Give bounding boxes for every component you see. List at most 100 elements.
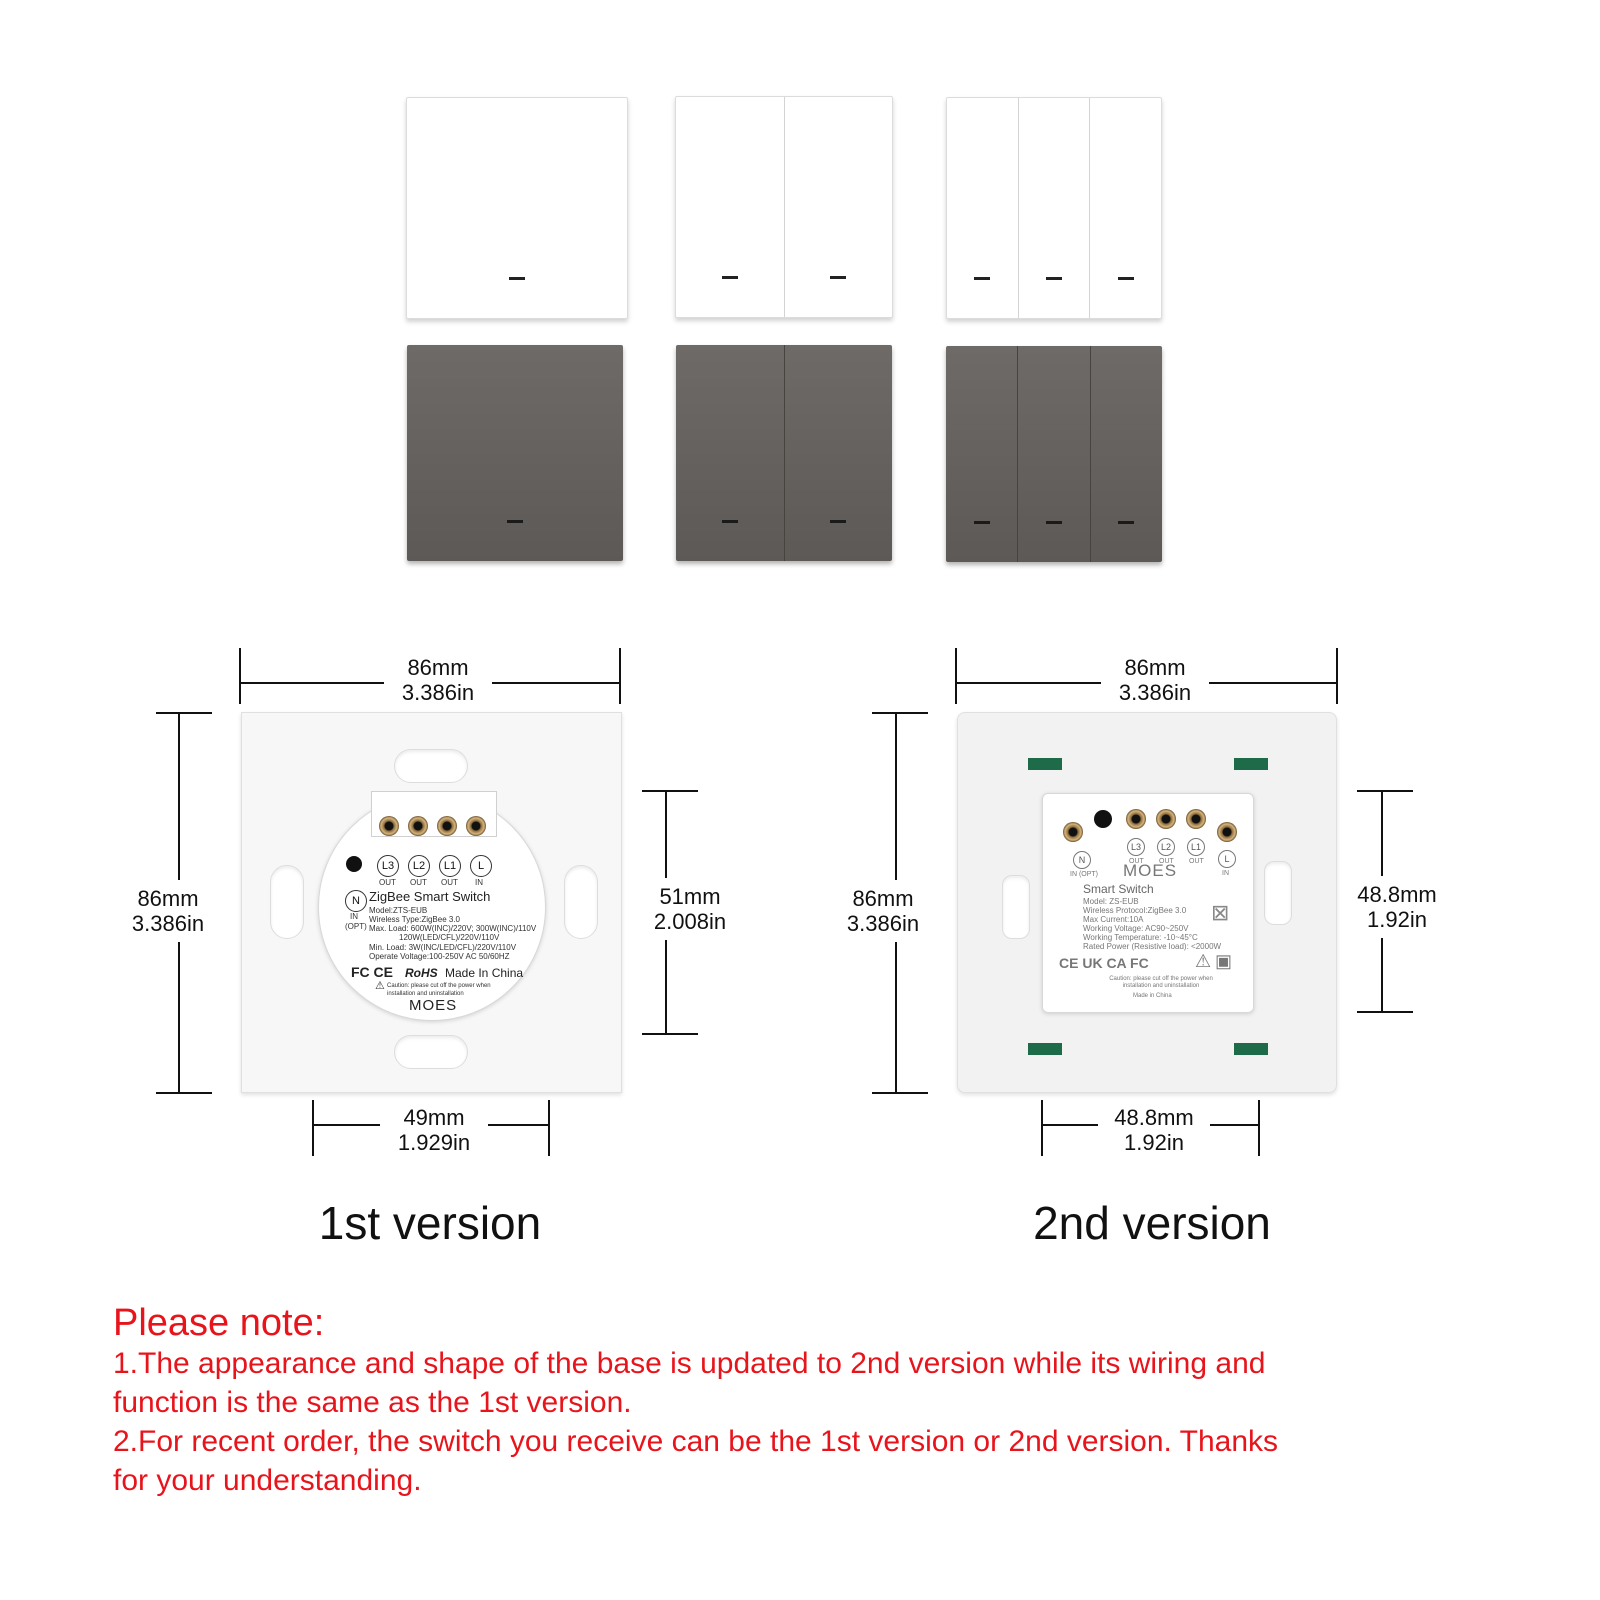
mount-clip bbox=[1234, 758, 1268, 770]
spec-line: 120W(LED/CFL)/220V/110V bbox=[399, 933, 500, 942]
switch-gang bbox=[783, 345, 893, 561]
button-hole bbox=[346, 856, 362, 872]
v2-width-mm: 86mm bbox=[1124, 655, 1186, 680]
dim-tick bbox=[642, 790, 698, 792]
mount-slot bbox=[1264, 861, 1292, 925]
v1-back-plate: L3 L2 L1 L OUT OUT OUT IN N IN (OPT) Zig… bbox=[241, 712, 622, 1093]
module-title: ZigBee Smart Switch bbox=[369, 889, 491, 904]
dim-tick bbox=[872, 712, 928, 714]
terminal-sub: IN bbox=[1222, 870, 1229, 877]
v1-inner-w-mm: 49mm bbox=[403, 1105, 465, 1130]
module-title: Smart Switch bbox=[1083, 882, 1154, 896]
switch-gang bbox=[676, 345, 784, 561]
switch-gang bbox=[407, 345, 623, 561]
terminal-screw bbox=[1186, 809, 1206, 829]
mount-slot bbox=[394, 749, 468, 783]
cert-marks: FC CE bbox=[351, 964, 393, 980]
terminal-l2: L2 bbox=[408, 855, 430, 877]
dim-tick bbox=[1336, 648, 1338, 704]
indicator-led bbox=[974, 277, 991, 280]
dim-tick bbox=[156, 1092, 212, 1094]
v1-height-label: 86mm 3.386in bbox=[118, 880, 218, 942]
spec-line: Model:ZTS-EUB bbox=[369, 906, 428, 915]
terminal-sub: OUT bbox=[410, 878, 427, 887]
warning-icon: ⚠ bbox=[375, 980, 385, 992]
mount-clip bbox=[1028, 1043, 1062, 1055]
indicator-led bbox=[1117, 277, 1134, 280]
spec-line: Rated Power (Resistive load): <2000W bbox=[1083, 942, 1222, 951]
indicator-led bbox=[721, 276, 738, 279]
dim-tick bbox=[619, 648, 621, 704]
terminal-screw bbox=[1156, 809, 1176, 829]
note-heading: Please note: bbox=[113, 1302, 325, 1344]
mount-slot bbox=[394, 1035, 468, 1069]
terminal-l: L bbox=[470, 855, 492, 877]
made-in: Made in China bbox=[1133, 993, 1172, 999]
terminal-l3: L3 bbox=[377, 855, 399, 877]
dim-tick bbox=[548, 1100, 550, 1156]
v2-width-in: 3.386in bbox=[1118, 680, 1192, 705]
dim-tick bbox=[872, 1092, 928, 1094]
cert-marks: CE UK CA FC bbox=[1059, 955, 1149, 971]
terminal-l2: L2 bbox=[1157, 838, 1175, 856]
terminal-sub: OUT bbox=[1189, 858, 1204, 865]
note-line: for your understanding. bbox=[113, 1464, 422, 1497]
indicator-led bbox=[509, 277, 525, 280]
dim-tick bbox=[1357, 790, 1413, 792]
dim-tick bbox=[1357, 1011, 1413, 1013]
white-switch-2-gang bbox=[675, 96, 893, 318]
spec-line: Max. Load: 600W(INC)/220V; 300W(INC)/110… bbox=[369, 924, 537, 933]
spec-line: Operate Voltage:100-250V AC 50/60HZ bbox=[369, 952, 510, 961]
terminal-sub: OUT bbox=[1129, 858, 1144, 865]
caution-text: Caution: please cut off the power when i… bbox=[1109, 976, 1213, 989]
terminal-screw bbox=[379, 816, 399, 836]
v1-inner-h-in: 2.008in bbox=[653, 909, 727, 934]
terminal-screw bbox=[1126, 809, 1146, 829]
v2-inner-w-in: 1.92in bbox=[1124, 1130, 1184, 1155]
brand-logo: MOES bbox=[409, 997, 458, 1014]
terminal-sub: IN bbox=[475, 878, 483, 887]
spec-line: Min. Load: 3W(INC/LED/CFL)/220V/110V bbox=[369, 943, 517, 952]
spec-line: Max Current:10A bbox=[1083, 915, 1144, 924]
v2-inner-w-mm: 48.8mm bbox=[1114, 1105, 1194, 1130]
v2-width-label: 86mm 3.386in bbox=[1101, 655, 1209, 705]
recycle-bin-icon: ⊠ bbox=[1211, 900, 1230, 925]
mount-clip bbox=[1234, 1043, 1268, 1055]
indicator-led bbox=[973, 521, 990, 524]
spec-line: Working Voltage: AC90~250V bbox=[1083, 924, 1189, 933]
v2-inner-width-label: 48.8mm 1.92in bbox=[1098, 1105, 1210, 1155]
spec-line: Working Temperature: -10~45°C bbox=[1083, 933, 1198, 942]
v1-inner-height-label: 51mm 2.008in bbox=[640, 878, 740, 940]
indicator-led bbox=[1046, 277, 1062, 280]
dim-tick bbox=[1041, 1100, 1043, 1156]
mount-clip bbox=[1028, 758, 1062, 770]
terminal-screw bbox=[466, 816, 486, 836]
switch-gang bbox=[676, 97, 784, 317]
spec-line: Wireless Protocol:ZigBee 3.0 bbox=[1083, 906, 1187, 915]
brand-logo: MOES bbox=[1123, 861, 1178, 880]
note-line: function is the same as the 1st version. bbox=[113, 1386, 632, 1419]
terminal-screw bbox=[437, 816, 457, 836]
terminal-screw bbox=[1063, 822, 1083, 842]
terminal-n: N bbox=[345, 890, 367, 912]
v1-height-mm: 86mm bbox=[137, 886, 199, 911]
v2-height-label: 86mm 3.386in bbox=[833, 880, 933, 942]
switch-gang bbox=[783, 97, 893, 317]
v1-height-in: 3.386in bbox=[131, 911, 205, 936]
v2-inner-height-label: 48.8mm 1.92in bbox=[1347, 876, 1447, 938]
v1-inner-width-label: 49mm 1.929in bbox=[380, 1105, 488, 1155]
note-line: 1.The appearance and shape of the base i… bbox=[113, 1347, 1266, 1380]
v1-inner-h-mm: 51mm bbox=[659, 884, 721, 909]
v2-inner-h-mm: 48.8mm bbox=[1357, 882, 1437, 907]
rohs-mark: RoHS bbox=[405, 966, 438, 980]
terminal-sub: OUT bbox=[441, 878, 458, 887]
spec-line: Model: ZS-EUB bbox=[1083, 897, 1139, 906]
made-in: Made In China bbox=[445, 966, 524, 980]
dim-tick bbox=[239, 648, 241, 704]
terminal-n-sub: IN bbox=[350, 912, 358, 921]
switch-gang bbox=[407, 98, 627, 318]
indicator-led bbox=[1045, 521, 1062, 524]
terminal-n-opt: (OPT) bbox=[345, 922, 367, 931]
white-switch-3-gang bbox=[946, 97, 1162, 319]
v2-back-plate: L3 L2 L1 L OUT OUT OUT IN N IN (OPT) MOE… bbox=[957, 712, 1337, 1093]
